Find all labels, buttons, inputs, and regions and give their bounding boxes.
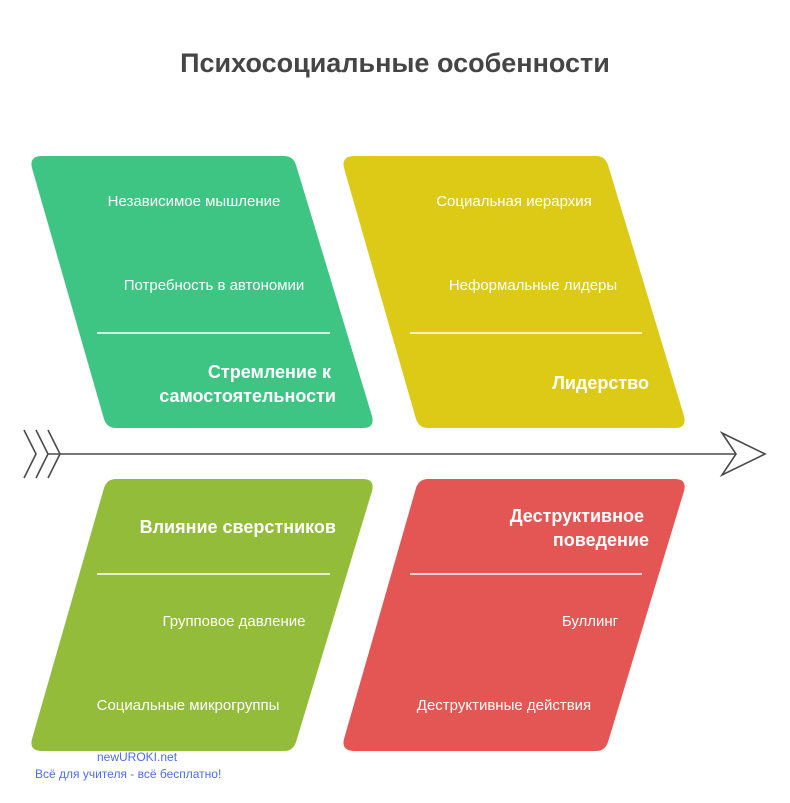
watermark-site: newUROKI.net xyxy=(97,750,178,764)
branch-item-peers-1: Групповое давление xyxy=(162,613,306,630)
branch-panel-leadership xyxy=(343,156,685,428)
branch-panel-peers xyxy=(31,479,373,751)
spine-arrowhead-icon xyxy=(719,430,767,478)
watermark-slogan: Всё для учителя - всё бесплатно! xyxy=(35,767,222,781)
diagram-title: Психосоциальные особенности xyxy=(180,48,610,78)
branch-heading-peers: Влияние сверстников xyxy=(139,517,336,537)
branch-heading-leadership: Лидерство xyxy=(552,373,649,393)
branch-item-destructive-2: Деструктивные действия xyxy=(416,697,592,714)
branch-heading-destructive: Деструктивное поведение xyxy=(389,504,649,552)
branch-item-peers-2: Социальные микрогруппы xyxy=(96,697,280,714)
branch-panel-autonomy xyxy=(31,156,373,428)
branch-heading-autonomy-line1: Стремление к xyxy=(207,362,331,382)
branch-item-destructive-1: Буллинг xyxy=(561,613,619,630)
branch-item-leadership-1: Социальная иерархия xyxy=(436,193,592,210)
branch-heading-destructive-line2: поведение xyxy=(552,530,649,550)
branch-item-autonomy-1: Независимое мышление xyxy=(107,193,281,210)
branch-panel-destructive xyxy=(343,479,685,751)
branch-heading-autonomy: Стремление к самостоятельности xyxy=(76,360,336,408)
branch-item-leadership-2: Неформальные лидеры xyxy=(448,277,618,294)
branch-heading-destructive-line1: Деструктивное xyxy=(509,506,644,526)
branch-heading-autonomy-line2: самостоятельности xyxy=(159,386,336,406)
branch-item-autonomy-2: Потребность в автономии xyxy=(123,277,305,294)
